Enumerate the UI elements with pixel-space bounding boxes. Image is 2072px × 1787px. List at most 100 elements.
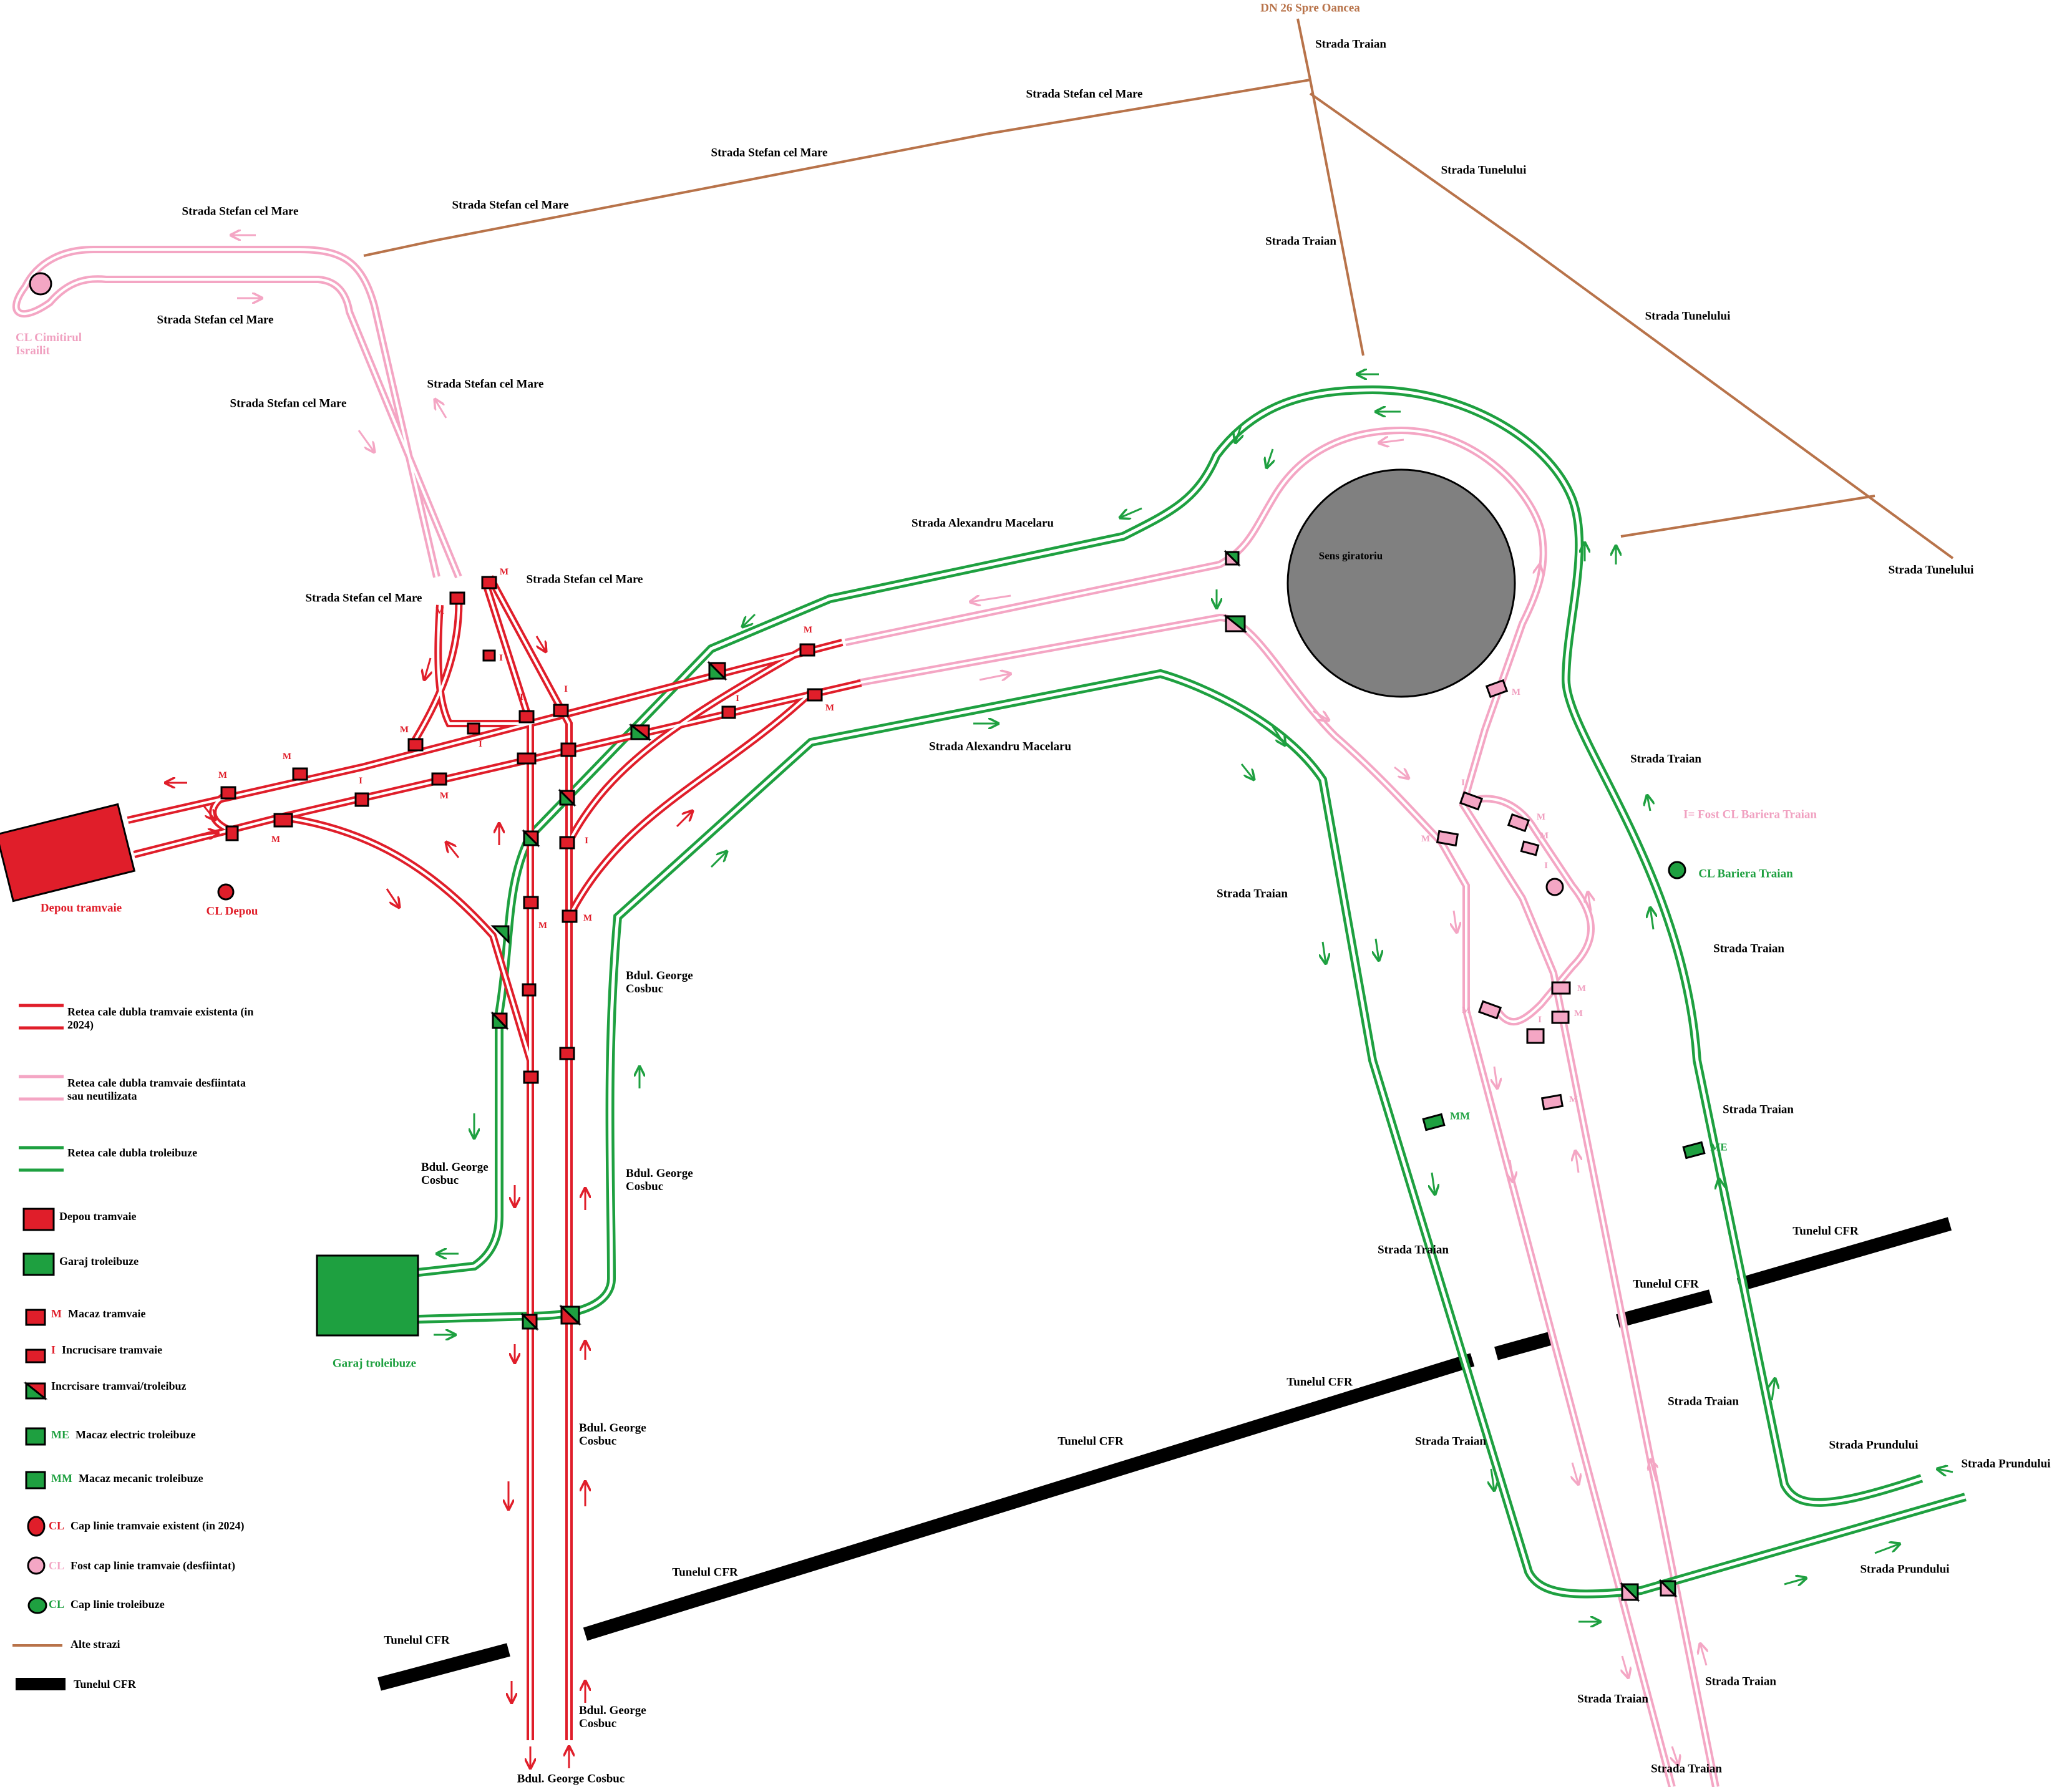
roundabout-circle (1286, 468, 1516, 698)
terminus-fost-bariera (1545, 878, 1564, 896)
trolleybus-network-inner (417, 388, 1966, 1596)
switch (1436, 830, 1459, 847)
mark-m: M (1573, 1008, 1583, 1019)
label-dn26: DN 26 Spre Oancea (1260, 1, 1360, 15)
legend-disused-line-icon (19, 1075, 64, 1101)
legend-former-terminus-icon (27, 1556, 46, 1575)
label-tunel: Tunelul CFR (1633, 1277, 1699, 1291)
switch (1526, 1028, 1545, 1044)
switch (481, 576, 497, 589)
switch (1551, 981, 1571, 995)
crossing-mixed (1225, 614, 1248, 632)
switch (1551, 1010, 1570, 1024)
tunnel-seg-2 (583, 1353, 1475, 1641)
legend-item-disused-line: Retea cale dubla tramvaie desfiintata sa… (67, 1077, 246, 1102)
crossing-mixed (1660, 1579, 1678, 1597)
tram-switches (220, 576, 823, 1084)
mark-m: M (435, 606, 445, 616)
label-cosbuc: Bdul. George Cosbuc (421, 1161, 489, 1187)
label-tunel: Tunelul CFR (1792, 1224, 1859, 1238)
crossing-mixed (560, 1304, 581, 1325)
crossing-mixed (492, 1011, 509, 1029)
mark-m: M (1536, 811, 1546, 822)
crossing-mixed (1225, 550, 1241, 566)
switch (559, 1047, 575, 1060)
terminus-cimitirul-israilit (29, 272, 52, 296)
label-stefan: Strada Stefan cel Mare (157, 313, 274, 327)
crossing-mixed (630, 723, 652, 740)
trolley-switches (1422, 1113, 1706, 1160)
label-tunel: Tunelul CFR (1286, 1375, 1353, 1389)
mark-i: I (585, 835, 588, 846)
label-tunelului: Strada Tunelului (1441, 163, 1527, 177)
mark-m: M (439, 790, 449, 801)
label-prundului: Strada Prundului (1961, 1457, 2051, 1471)
switch (273, 813, 293, 828)
switch (1485, 679, 1509, 699)
label-stefan: Strada Stefan cel Mare (305, 591, 422, 605)
crossing (518, 710, 535, 724)
label-traian: Strada Traian (1415, 1435, 1486, 1448)
label-tunel: Tunelul CFR (384, 1634, 450, 1647)
mark-m: M (399, 724, 409, 735)
crossing-mixed (1621, 1582, 1640, 1601)
label-traian: Strada Traian (1630, 752, 1701, 766)
crossing (482, 649, 496, 662)
label-tunelului: Strada Tunelului (1888, 563, 1974, 577)
mark-i: I (499, 652, 503, 663)
switch (1520, 840, 1540, 856)
label-stefan: Strada Stefan cel Mare (182, 205, 299, 218)
label-macelaru: Strada Alexandru Macelaru (912, 516, 1054, 530)
street-stefan-cel-mare (363, 79, 1311, 257)
mark-m: M (1421, 833, 1431, 844)
disused-macelaru (844, 426, 1719, 1787)
switch-me (1682, 1141, 1706, 1160)
label-cosbuc: Bdul. George Cosbuc (626, 1167, 693, 1193)
label-cl-depou: CL Depou (206, 904, 258, 918)
trolley-macelaru-north (495, 385, 1924, 1507)
label-traian: Strada Traian (1378, 1243, 1449, 1257)
legend-item-street: Alte strazi (71, 1638, 120, 1650)
switch (559, 836, 575, 850)
legend-mm-icon (25, 1471, 46, 1489)
disused-macelaru-inner (857, 613, 1676, 1787)
direction-arrows (165, 235, 1953, 1768)
mark-i: I (359, 775, 362, 786)
label-stefan: Strada Stefan cel Mare (230, 397, 347, 410)
switch-mm (1422, 1113, 1446, 1131)
switch (292, 767, 308, 781)
mark-me: ME (1710, 1141, 1728, 1153)
switch (449, 591, 465, 605)
label-traian-north-2: Strada Traian (1265, 235, 1336, 248)
label-stefan: Strada Stefan cel Mare (427, 377, 544, 391)
legend-tram-switch-icon (25, 1309, 46, 1326)
label-traian: Strada Traian (1705, 1675, 1776, 1688)
mark-m: M (1539, 830, 1549, 841)
mark-m: M (1511, 687, 1521, 697)
trolley-garage-spur-2 (417, 1278, 616, 1324)
label-tunel: Tunelul CFR (1058, 1435, 1124, 1448)
label-cl-cimitirul: CL Cimitirul Israilit (16, 331, 82, 357)
legend-item-depot: Depou tramvaie (59, 1210, 137, 1223)
mark-i: I (564, 684, 568, 694)
mark-m: M (583, 913, 593, 923)
terminus-bariera-traian (1668, 861, 1686, 879)
label-cosbuc: Bdul. George Cosbuc (579, 1421, 646, 1448)
crossing (522, 983, 537, 997)
label-traian-north: Strada Traian (1315, 37, 1386, 51)
tunnel-seg-5 (1736, 1217, 1952, 1292)
mark-m: M (218, 770, 228, 780)
mark-i: I (1461, 777, 1465, 788)
label-depou: Depou tramvaie (40, 901, 122, 915)
switch (431, 772, 447, 786)
crossing-mixed (559, 788, 576, 806)
crossing-mixed (523, 829, 540, 846)
legend-item-trolley-line: Retea cale dubla troleibuze (67, 1146, 198, 1159)
disused-switches (1436, 679, 1571, 1111)
